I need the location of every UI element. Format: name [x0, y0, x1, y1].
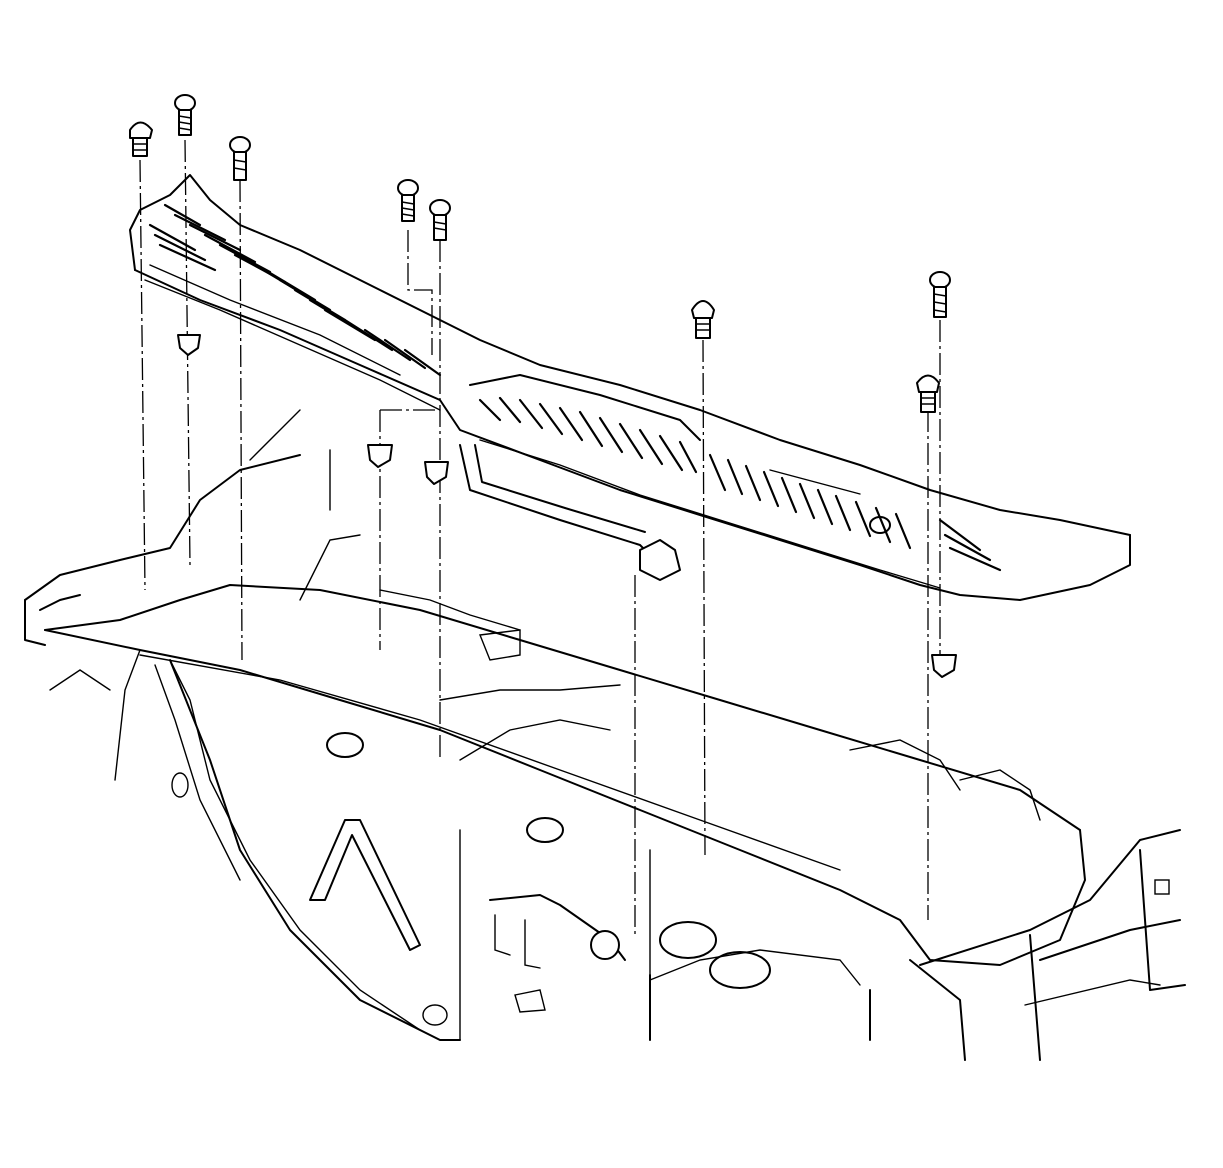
- bolt-fastener: [174, 94, 196, 136]
- fasteners: [129, 94, 951, 935]
- bolt-fastener: [429, 199, 451, 241]
- push-pin-fastener: [129, 121, 153, 157]
- louver-group-left: [148, 203, 442, 377]
- retainer-clip: [177, 334, 201, 356]
- bolt-fastener: [229, 136, 251, 181]
- bolt-fastener: [929, 271, 951, 318]
- louver-group-right: [708, 453, 1002, 572]
- push-pin-fastener: [916, 374, 940, 413]
- push-pin-fastener: [691, 300, 715, 339]
- bolt-fastener: [397, 179, 419, 222]
- retainer-clip: [367, 444, 393, 468]
- retainer-clip: [931, 654, 957, 678]
- retainer-clip: [424, 461, 449, 485]
- louver-group-middle: [469, 374, 701, 474]
- vehicle-body: [24, 409, 1186, 1061]
- retainer-clips: [177, 334, 957, 678]
- cowl-vent-grille-panel: [129, 174, 1131, 601]
